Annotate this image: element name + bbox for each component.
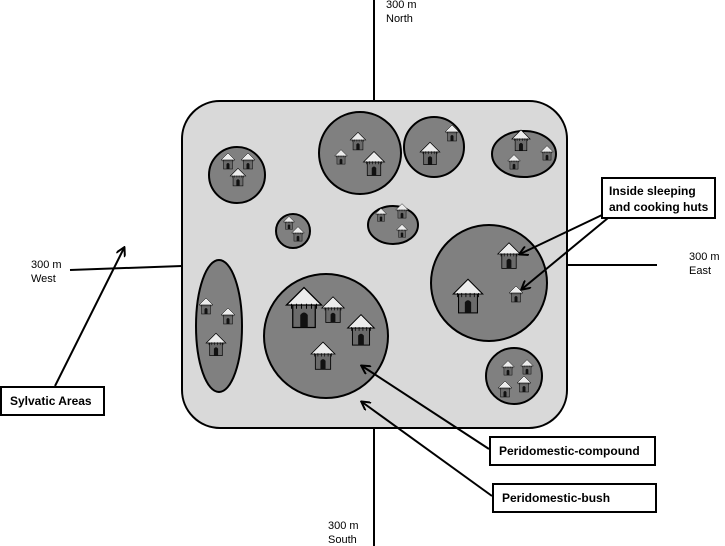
- peridomestic-bush-arrow: [362, 402, 493, 497]
- compound-top-center: [318, 111, 402, 195]
- inside-huts-label-line1: Inside sleeping: [609, 184, 696, 198]
- compound-center-ellipse: [367, 203, 419, 245]
- south-distance: 300 m: [328, 520, 359, 532]
- compound-top-right-small: [403, 116, 465, 178]
- north-name: North: [386, 13, 413, 25]
- peridomestic-bush-label: Peridomestic-bush: [502, 491, 611, 505]
- peridomestic-compound-arrow: [362, 366, 490, 450]
- compound-top-left: [208, 146, 266, 204]
- peridomestic-bush-callout: Peridomestic-bush: [492, 483, 657, 513]
- east-distance: 300 m: [689, 251, 720, 263]
- compound-left-ellipse: [195, 259, 243, 393]
- west-axis-line: [69, 265, 183, 271]
- inside-huts-callout: Inside sleeping and cooking huts: [601, 177, 716, 219]
- west-label: 300 m West: [31, 258, 62, 286]
- north-label: 300 m North: [386, 0, 417, 26]
- east-label: 300 m East: [689, 250, 720, 278]
- compound-top-right-ellipse: [491, 129, 557, 178]
- sylvatic-areas-callout: Sylvatic Areas: [0, 386, 105, 416]
- sylvatic-areas-label: Sylvatic Areas: [10, 394, 92, 408]
- inside-huts-arrow-2: [522, 217, 609, 289]
- sylvatic-arrow: [54, 248, 124, 387]
- compound-bottom-right: [485, 347, 543, 405]
- south-name: South: [328, 534, 357, 546]
- peridomestic-compound-label: Peridomestic-compound: [499, 444, 640, 458]
- north-distance: 300 m: [386, 0, 417, 11]
- south-label: 300 m South: [328, 519, 359, 546]
- compound-main: [263, 273, 389, 399]
- west-distance: 300 m: [31, 259, 62, 271]
- inside-huts-label-line2: and cooking huts: [609, 200, 709, 214]
- compound-center-small: [275, 213, 311, 249]
- peridomestic-compound-callout: Peridomestic-compound: [489, 436, 656, 466]
- east-name: East: [689, 265, 712, 277]
- inside-huts-arrow-1: [520, 214, 603, 254]
- west-name: West: [31, 273, 56, 285]
